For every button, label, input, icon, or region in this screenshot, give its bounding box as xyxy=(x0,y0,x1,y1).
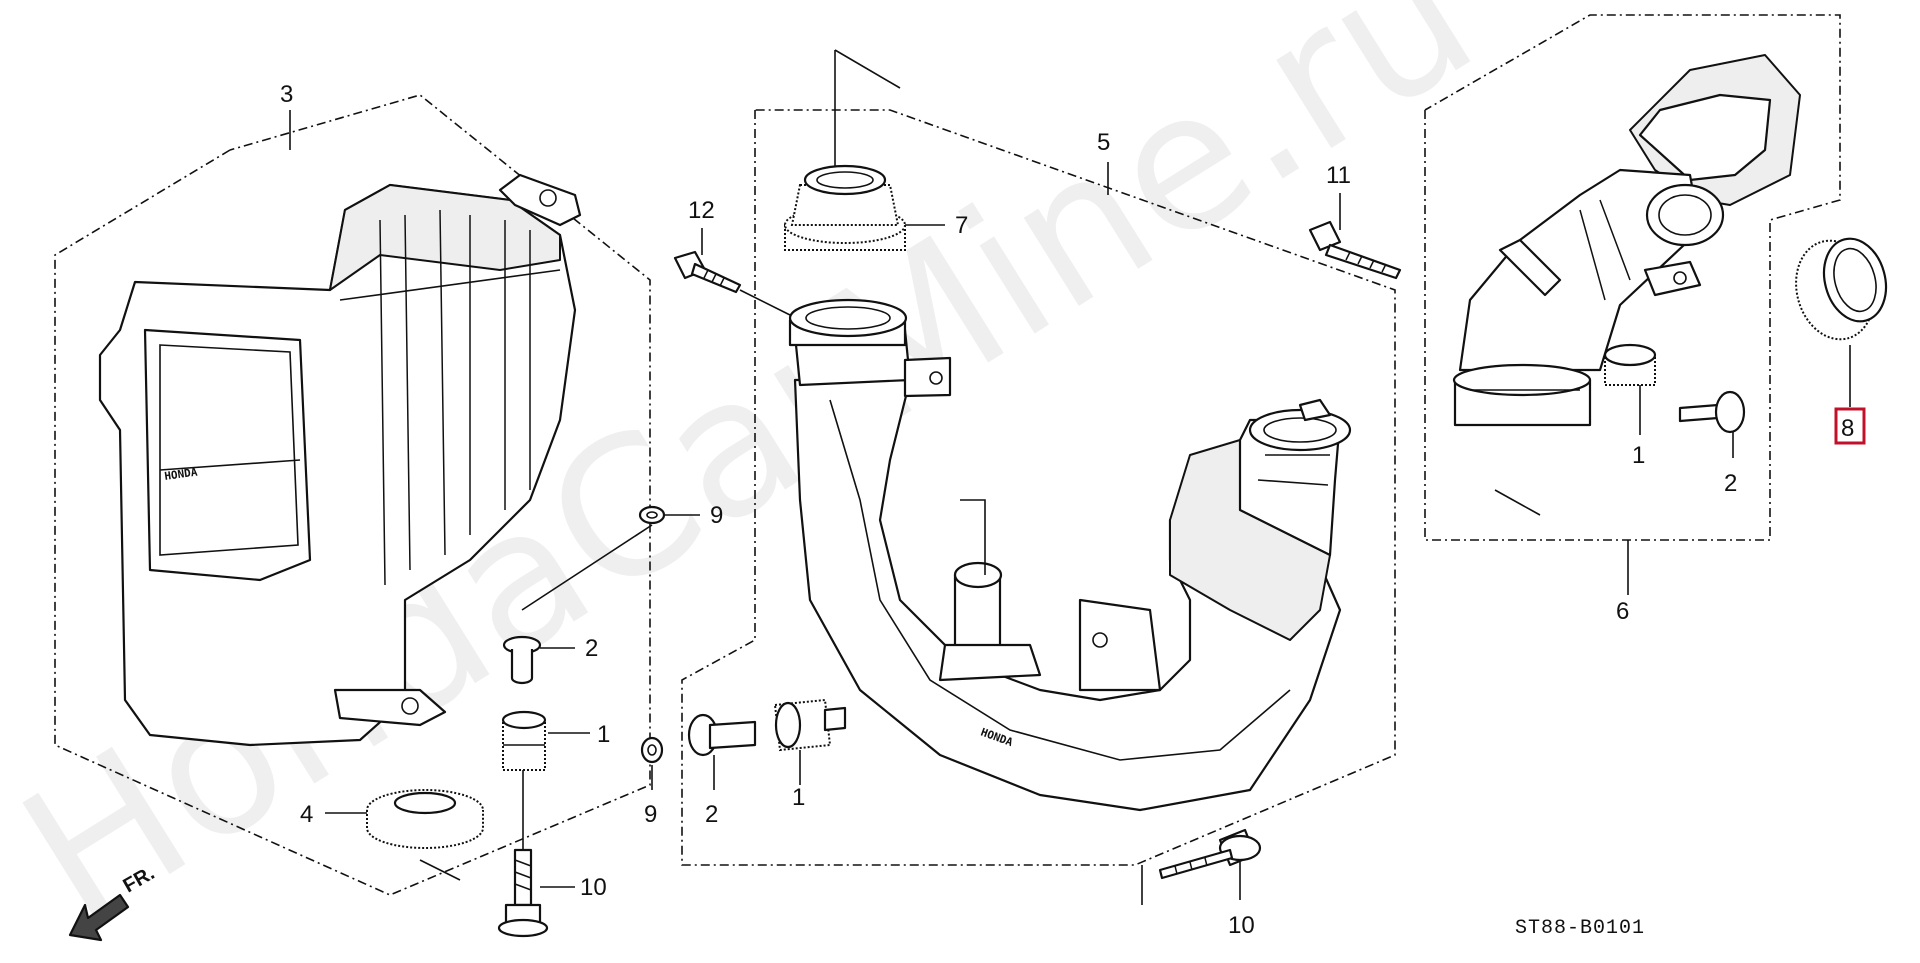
seal-8[interactable] xyxy=(1785,232,1894,348)
group-5-frame xyxy=(681,49,1396,905)
callout-9b[interactable]: 9 xyxy=(644,801,657,828)
intake-inlet[interactable] xyxy=(1452,54,1801,427)
callout-2b[interactable]: 2 xyxy=(705,801,718,828)
nut-9-upper[interactable] xyxy=(638,505,666,525)
group-3-frame xyxy=(54,94,651,896)
leader-9a-b xyxy=(521,524,653,611)
intake-duct[interactable]: HONDA xyxy=(788,298,1352,812)
front-arrow-icon xyxy=(68,893,130,942)
leader-12b xyxy=(739,289,791,316)
callout-1a[interactable]: 1 xyxy=(597,721,610,748)
resonator-chamber[interactable]: HONDA xyxy=(98,173,582,747)
diagram-code: ST88-B0101 xyxy=(1515,917,1645,940)
callout-8-highlight xyxy=(1834,407,1866,445)
seal-7[interactable] xyxy=(784,164,906,251)
callout-10a[interactable]: 10 xyxy=(580,874,607,901)
bolt-12[interactable] xyxy=(673,250,742,294)
cushion-1-left[interactable] xyxy=(501,710,547,771)
callout-1c[interactable]: 1 xyxy=(1632,442,1645,469)
callout-4[interactable]: 4 xyxy=(300,801,313,828)
callout-5[interactable]: 5 xyxy=(1097,129,1110,156)
callout-2c[interactable]: 2 xyxy=(1724,470,1737,497)
callout-10b[interactable]: 10 xyxy=(1228,912,1255,939)
collar-2-left[interactable] xyxy=(502,635,542,685)
bolt-10-right[interactable] xyxy=(1158,828,1262,880)
callout-1b[interactable]: 1 xyxy=(792,784,805,811)
collar-2-middle[interactable] xyxy=(687,713,757,757)
grommet-4[interactable] xyxy=(366,789,484,849)
callout-11[interactable]: 11 xyxy=(1326,162,1351,189)
callout-7[interactable]: 7 xyxy=(955,212,968,239)
nut-9-lower[interactable] xyxy=(640,736,664,764)
group-6-frame xyxy=(1424,14,1841,541)
callout-2a[interactable]: 2 xyxy=(585,635,598,662)
callout-9a[interactable]: 9 xyxy=(710,502,723,529)
callout-12[interactable]: 12 xyxy=(688,197,715,224)
bolt-10-left[interactable] xyxy=(497,848,549,938)
bolt-11[interactable] xyxy=(1308,220,1402,280)
cushion-1-right[interactable] xyxy=(1603,343,1657,386)
callout-6[interactable]: 6 xyxy=(1616,598,1629,625)
callout-3[interactable]: 3 xyxy=(280,81,293,108)
cushion-1-middle[interactable] xyxy=(773,698,847,752)
collar-2-right[interactable] xyxy=(1678,390,1746,434)
resonator-brand-mark: HONDA xyxy=(164,465,199,483)
callout-8[interactable]: 8 xyxy=(1841,415,1854,442)
